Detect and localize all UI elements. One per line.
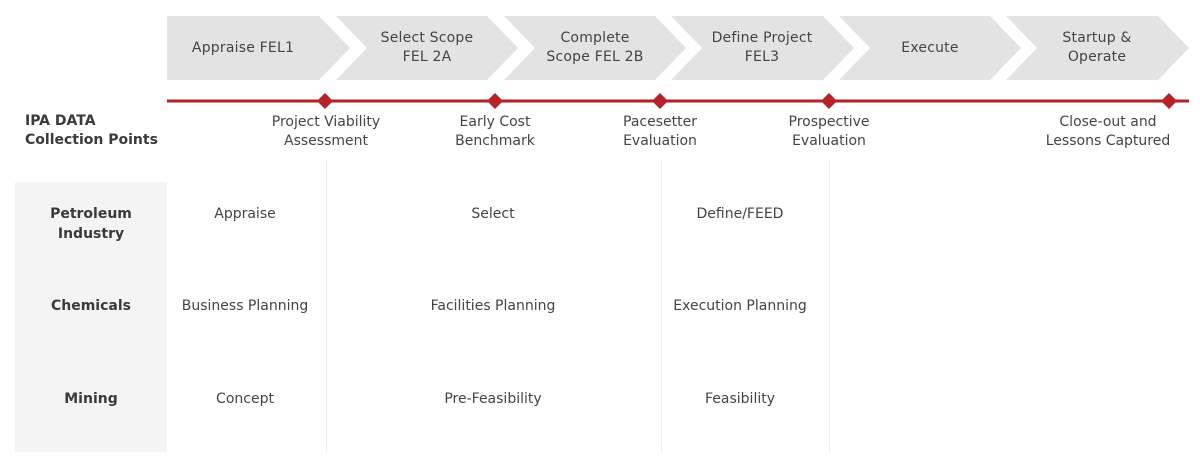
milestone-diamond-prospective [821, 93, 837, 109]
stage-cell: Appraise [214, 206, 276, 222]
column-divider [829, 160, 830, 452]
column-divider [326, 160, 327, 452]
industry-header-band [15, 182, 167, 452]
phase-chevron-appraise [167, 16, 350, 80]
phase-chevron-execute [839, 16, 1021, 80]
industry-name-chemicals: Chemicals [50, 298, 131, 314]
stage-cell: Business Planning [181, 298, 309, 314]
milestone-diamond-viability [317, 93, 333, 109]
stage-cell: Define/FEED [696, 206, 784, 222]
milestone-label-viability: Project Viability Assessment [271, 114, 381, 149]
phase-chevron-select [336, 16, 518, 80]
stage-cell: Concept [216, 391, 274, 407]
stage-cell: Execution Planning [673, 298, 807, 314]
stage-cell: Facilities Planning [430, 298, 556, 314]
milestone-label-prospective: Prospective Evaluation [788, 114, 870, 149]
phase-label-select: Select Scope FEL 2A [380, 30, 474, 65]
stage-cell: Select [471, 206, 515, 222]
milestone-label-pacesetter: Pacesetter Evaluation [623, 114, 697, 149]
phase-label-execute: Execute [901, 39, 959, 56]
phase-label-complete: Complete Scope FEL 2B [546, 30, 644, 65]
phase-chevron-define [671, 16, 854, 80]
milestone-label-closeout: Close-out and Lessons Captured [1045, 114, 1171, 149]
industry-name-mining: Mining [64, 391, 118, 407]
stage-cell: Pre-Feasibility [444, 391, 542, 407]
milestone-diamond-closeout [1161, 93, 1177, 109]
phase-chevrons [167, 16, 1189, 80]
collection-points-title: IPA DATA Collection Points [25, 113, 158, 148]
phase-chevron-startup [1006, 16, 1189, 80]
phase-label-appraise: Appraise FEL1 [191, 39, 295, 56]
phase-label-define: Define Project FEL3 [711, 30, 813, 65]
collection-timeline [167, 93, 1189, 109]
milestone-diamond-early-cost [487, 93, 503, 109]
phase-chevron-complete [504, 16, 686, 80]
industry-name-petroleum: Petroleum Industry [50, 206, 132, 242]
column-divider [661, 160, 662, 452]
milestone-label-early-cost: Early Cost Benchmark [455, 114, 535, 149]
phase-label-startup: Startup & Operate [1062, 30, 1132, 65]
milestone-diamond-pacesetter [652, 93, 668, 109]
stage-cell: Feasibility [705, 391, 775, 407]
